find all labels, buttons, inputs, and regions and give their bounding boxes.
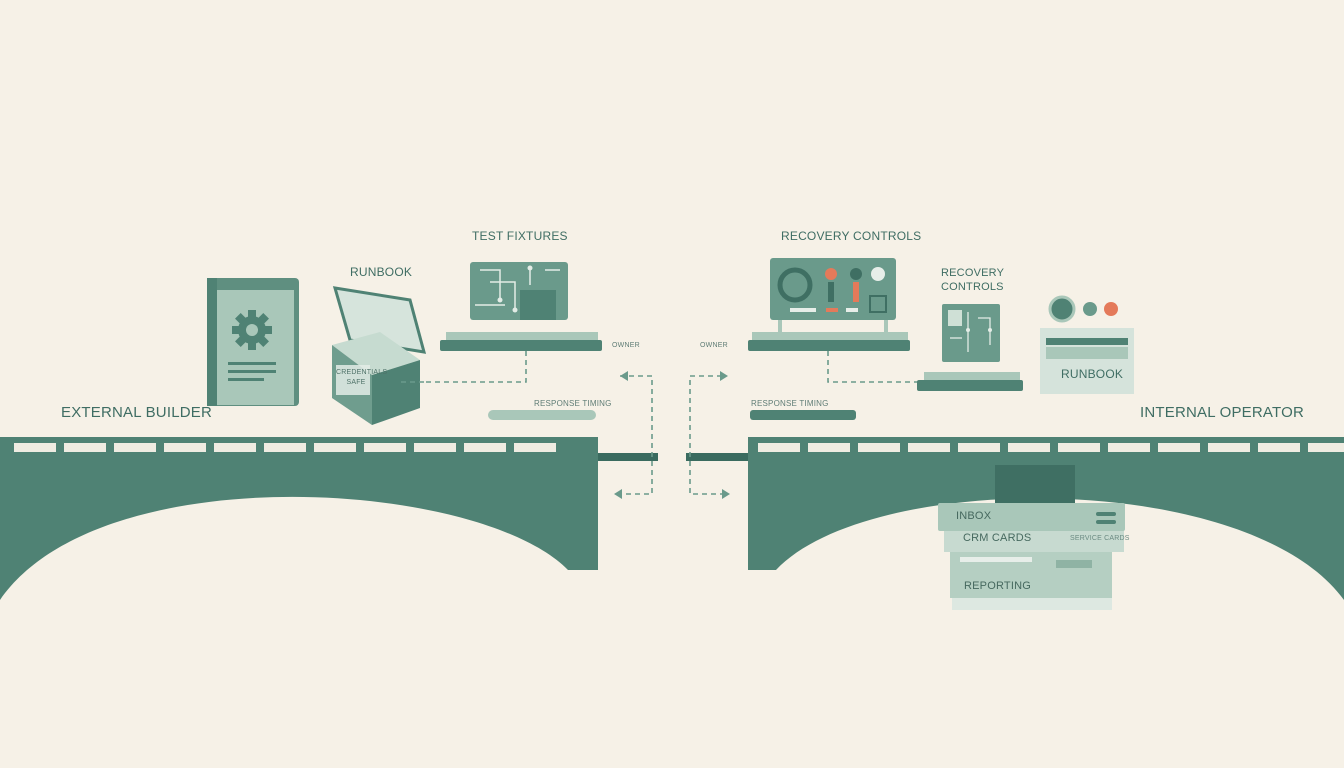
dashed-arrow-icon [614, 371, 628, 499]
right-station-platform [748, 320, 910, 420]
gear-icon [232, 310, 272, 350]
runbook-right-label: RUNBOOK [1061, 367, 1124, 381]
right-bridge [686, 437, 1344, 600]
credentials-safe-box [332, 286, 427, 425]
queue-crm-tag-label: SERVICE CARDS [1070, 535, 1130, 542]
small-control-device-icon [917, 304, 1023, 391]
left-bridge [0, 437, 658, 600]
external-builder-label: EXTERNAL BUILDER [61, 404, 213, 421]
test-fixtures-label: TEST FIXTURES [472, 229, 568, 243]
queue-stack [938, 503, 1125, 610]
left-owner-label: OWNER [612, 342, 640, 349]
queue-crm-cards-label: CRM CARDS [963, 532, 1032, 544]
runbook-left-label: RUNBOOK [350, 265, 413, 279]
right-dashed-connectors [689, 351, 918, 495]
runbook-book-icon [207, 278, 299, 406]
circuit-board-icon [470, 262, 568, 320]
right-owner-label: OWNER [700, 342, 728, 349]
recovery-controls-small-label: RECOVERY CONTROLS [941, 267, 1004, 293]
right-response-timing-label: RESPONSE TIMING [751, 399, 829, 408]
left-dashed-connectors [400, 351, 653, 495]
credentials-safe-label: CREDENTIALS SAFE [336, 369, 388, 386]
left-station-platform [440, 332, 602, 420]
queue-reporting-label: REPORTING [964, 580, 1031, 592]
runbook-device-icon [1040, 295, 1134, 394]
internal-operator-label: INTERNAL OPERATOR [1140, 404, 1304, 421]
left-response-timing-label: RESPONSE TIMING [534, 399, 612, 408]
control-panel-icon [770, 258, 896, 320]
queue-inbox-label: INBOX [956, 510, 992, 522]
dashed-arrow-icon [720, 371, 730, 499]
recovery-controls-label: RECOVERY CONTROLS [781, 229, 922, 243]
